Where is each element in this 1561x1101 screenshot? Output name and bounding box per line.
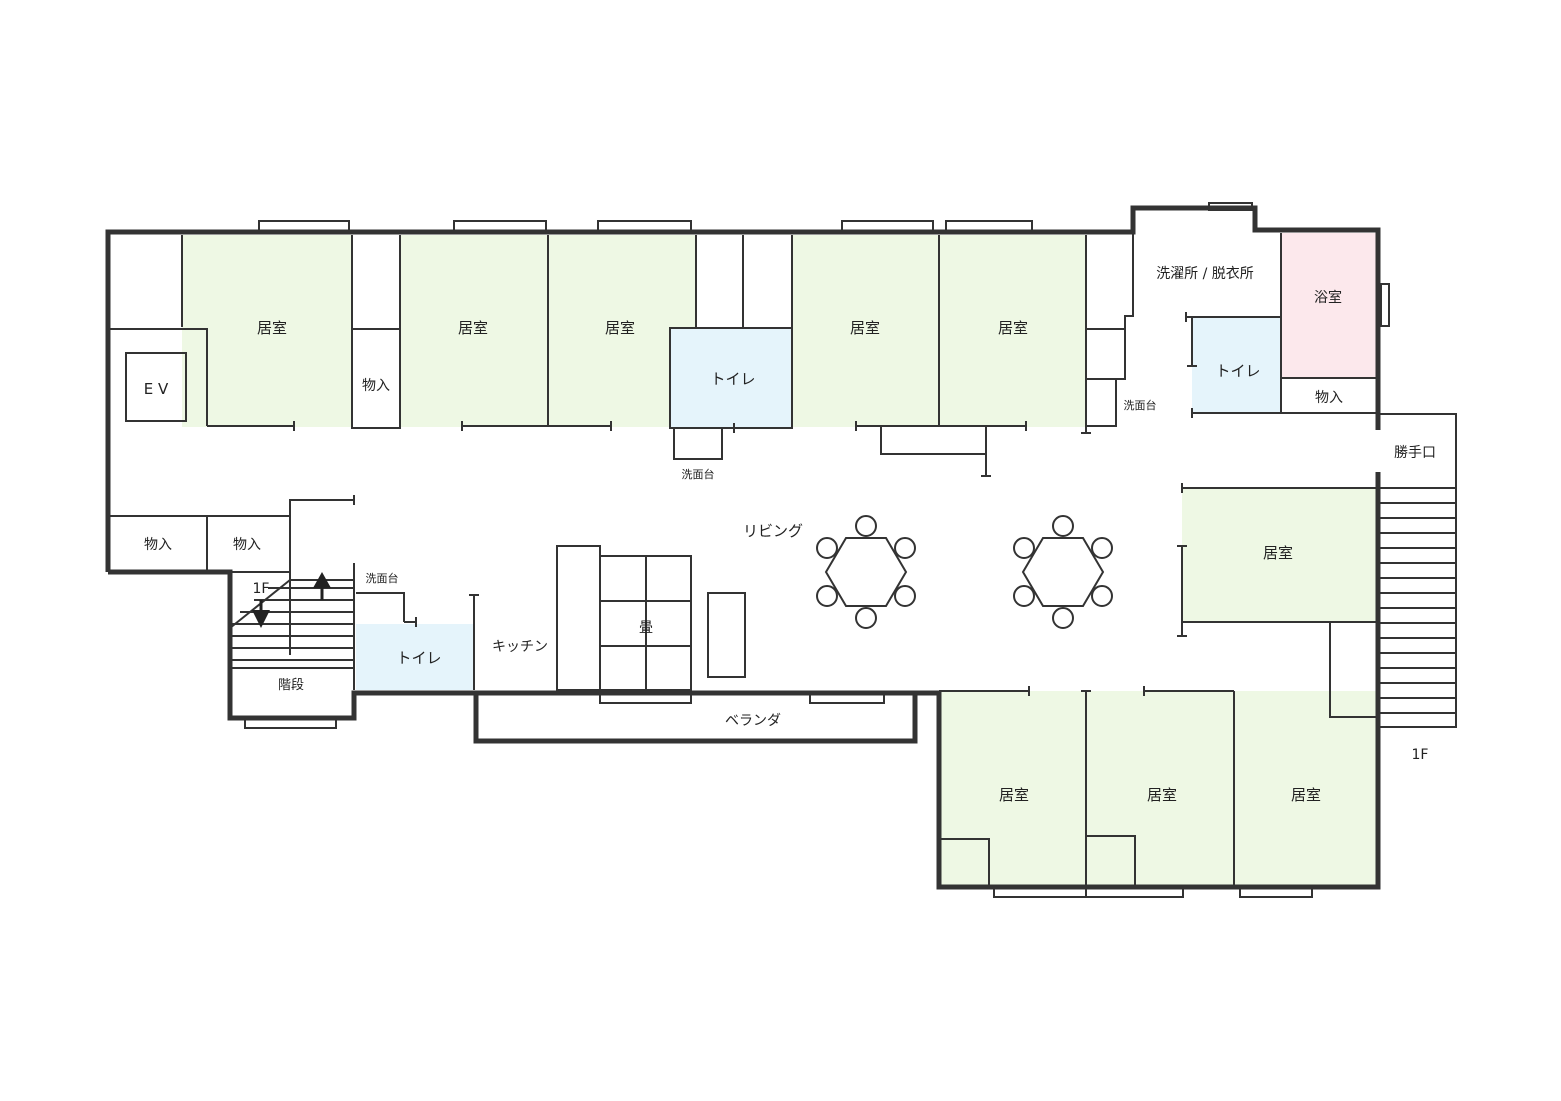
bath-fill [1281,233,1378,378]
label-living: リビング [743,522,803,540]
labels: 居室 居室 居室 居室 居室 居室 居室 居室 居室 トイレ トイレ トイレ 物… [144,266,1436,804]
label-storage-4: 物入 [233,537,261,553]
label-sink-3: 洗面台 [366,571,399,585]
room-9 [1234,691,1378,887]
label-sink-1: 洗面台 [682,467,715,481]
stair-down-arrow-icon [252,600,270,628]
label-storage-3: 物入 [144,537,172,553]
dining-table-2 [1013,515,1113,629]
label-toilet-1: トイレ [710,370,755,388]
room-5 [939,235,1086,427]
label-room-1: 居室 [257,319,287,337]
label-room-9: 居室 [1291,786,1321,804]
label-storage-2: 物入 [1315,390,1343,406]
label-toilet-2: トイレ [1215,362,1260,380]
label-back-door: 勝手口 [1394,445,1436,461]
dining-table-1 [816,515,916,629]
label-tatami: 畳 [639,620,653,636]
toilet-2-fill [1192,317,1281,413]
room-4 [792,235,939,427]
room-2 [400,235,548,427]
toilet-1-fill [670,328,792,428]
label-laundry: 洗濯所 / 脱衣所 [1156,266,1254,282]
label-veranda: ベランダ [725,713,781,729]
label-stairs: 階段 [278,678,304,693]
label-room-2: 居室 [458,319,488,337]
room-fills [182,233,1378,887]
label-sink-2: 洗面台 [1124,398,1157,412]
label-room-7: 居室 [999,786,1029,804]
room-1 [182,235,352,427]
room-8 [1086,691,1234,887]
label-bath: 浴室 [1314,289,1342,306]
label-room-8: 居室 [1147,786,1177,804]
toilet-3-fill [356,624,474,690]
back-stairs [1378,487,1456,714]
room-7 [939,691,1086,887]
label-1f-back: 1F [1412,747,1429,763]
stair-up-arrow-icon [313,572,331,600]
label-ev: E V [144,380,169,398]
label-toilet-3: トイレ [396,649,441,667]
label-1f-stairs: 1F [253,581,270,597]
label-room-4: 居室 [850,319,880,337]
room-6 [1182,488,1378,622]
label-room-3: 居室 [605,319,635,337]
label-kitchen: キッチン [492,639,548,655]
interior-lines [108,202,1457,898]
label-room-6: 居室 [1263,544,1293,562]
label-room-5: 居室 [998,319,1028,337]
label-storage-1: 物入 [362,378,390,394]
exterior-walls [105,205,1381,890]
